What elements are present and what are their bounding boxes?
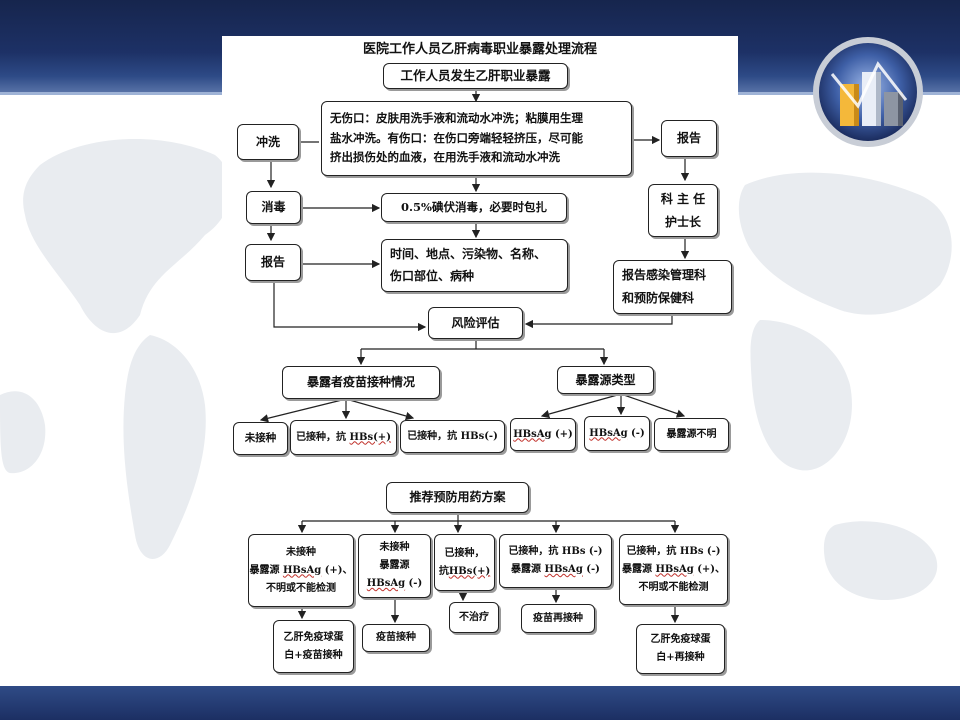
source-hbsag-negative-box: HBsAg (-) (584, 416, 650, 451)
plan-case-4-box: 已接种，抗 HBs (-) 暴露源 HBsAg (-) (499, 534, 612, 588)
unvaccinated-box: 未接种 (233, 422, 288, 455)
report-detail-line-2: 伤口部位、病种 (390, 268, 475, 283)
vacc-pos-prefix: 已接种，抗 (296, 431, 347, 443)
wound-text-line-2: 盐水冲洗。有伤口：在伤口旁端轻轻挤压，尽可能 (330, 130, 583, 145)
source-type-box: 暴露源类型 (557, 366, 654, 394)
plan-case-1-box: 未接种 暴露源 HBsAg (+)、 不明或不能检测 (248, 534, 354, 607)
plan-case-2-box: 未接种 暴露源 HBsAg (-) (358, 534, 431, 598)
plan-case-3-line-2: 抗HBs(+) (438, 565, 491, 577)
page-title: 医院工作人员乙肝病毒职业暴露处理流程 (362, 42, 597, 57)
plan-result-1-line-1: 乙肝免疫球蛋 (283, 631, 344, 643)
report-detail-box: 时间、地点、污染物、名称、 伤口部位、病种 (381, 239, 568, 292)
plan-case-3-box: 已接种， 抗HBs(+) (434, 534, 495, 591)
rinse-box: 冲洗 (237, 124, 299, 160)
infection-control-line-2: 和预防保健科 (622, 291, 695, 305)
plan-result-3-box: 不治疗 (449, 602, 499, 633)
report-right-box: 报告 (661, 120, 717, 157)
source-unknown-box: 暴露源不明 (654, 418, 729, 451)
disinfect-box: 消毒 (246, 191, 301, 224)
src-neg-suffix: (-) (627, 427, 645, 439)
plan-case-1-line-3: 不明或不能检测 (266, 582, 336, 594)
risk-assessment-box: 风险评估 (428, 307, 523, 339)
plan-case-2-line-1: 未接种 (379, 542, 410, 553)
plan-result-4-box: 疫苗再接种 (521, 604, 595, 633)
plan-case-4-line-1: 已接种，抗 HBs (-) (508, 546, 603, 557)
footer-band (0, 686, 960, 720)
vaccinated-anti-hbs-positive-box: 已接种，抗 HBs(+) (290, 420, 397, 455)
wound-text-line-3: 挤出损伤处的血液，在用洗手液和流动水冲洗 (330, 150, 560, 165)
plan-result-5-line-1: 乙肝免疫球蛋 (650, 634, 711, 645)
wound-handling-box: 无伤口：皮肤用洗手液和流动水冲洗；粘膜用生理 盐水冲洗。有伤口：在伤口旁端轻轻挤… (321, 101, 632, 176)
plan-result-1-line-2: 白+疫苗接种 (284, 649, 343, 661)
infection-control-line-1: 报告感染管理科 (622, 268, 707, 283)
prevention-plan-header: 推荐预防用药方案 (386, 482, 529, 513)
world-map-background (0, 138, 952, 600)
plan-case-4-line-2: 暴露源 HBsAg (-) (511, 564, 600, 575)
report-left-box: 报告 (245, 244, 301, 281)
report-detail-line-1: 时间、地点、污染物、名称、 (390, 246, 547, 261)
infection-control-box: 报告感染管理科 和预防保健科 (613, 260, 732, 314)
plan-case-3-line-1: 已接种， (444, 547, 485, 559)
wound-text-line-1: 无伤口：皮肤用洗手液和流动水冲洗；粘膜用生理 (330, 110, 583, 125)
plan-case-1-line-2: 暴露源 HBsAg (+)、 (249, 564, 353, 576)
vacc-pos-marker: HBs(+) (349, 431, 391, 443)
department-head-box: 科 主 任 护士长 (648, 184, 718, 237)
plan-result-1-box: 乙肝免疫球蛋 白+疫苗接种 (273, 620, 354, 673)
plan-case-5-line-2: 暴露源 HBsAg (+)、 (621, 563, 726, 575)
vaccinated-anti-hbs-negative-box: 已接种，抗 HBs(-) (400, 420, 505, 453)
department-head-line-1: 科 主 任 (660, 191, 706, 206)
source-hbsag-positive-box: HBsAg (+) (510, 418, 576, 451)
plan-result-2-box: 疫苗接种 (362, 624, 430, 652)
plan-case-5-box: 已接种，抗 HBs (-) 暴露源 HBsAg (+)、 不明或不能检测 (619, 534, 728, 605)
plan-result-5-line-2: 白+再接种 (656, 652, 705, 663)
department-head-line-2: 护士长 (664, 214, 701, 229)
src-neg-marker: HBsAg (589, 427, 628, 439)
start-box: 工作人员发生乙肝职业暴露 (383, 63, 568, 89)
plan-result-5-box: 乙肝免疫球蛋 白+再接种 (636, 624, 725, 674)
plan-case-5-line-3: 不明或不能检测 (638, 581, 709, 593)
vaccination-status-box: 暴露者疫苗接种情况 (282, 366, 440, 399)
src-pos-marker: HBsAg (513, 428, 552, 440)
src-pos-suffix: (+) (551, 428, 573, 440)
plan-case-5-line-1: 已接种，抗 HBs (-) (626, 545, 721, 557)
plan-case-2-line-3: HBsAg (-) (366, 578, 423, 589)
plan-case-1-line-1: 未接种 (286, 546, 316, 558)
plan-case-2-line-2: 暴露源 (379, 560, 410, 571)
bar-chart-logo-icon (813, 37, 923, 147)
disinfect-detail-box: 0.5%碘伏消毒，必要时包扎 (381, 193, 567, 222)
